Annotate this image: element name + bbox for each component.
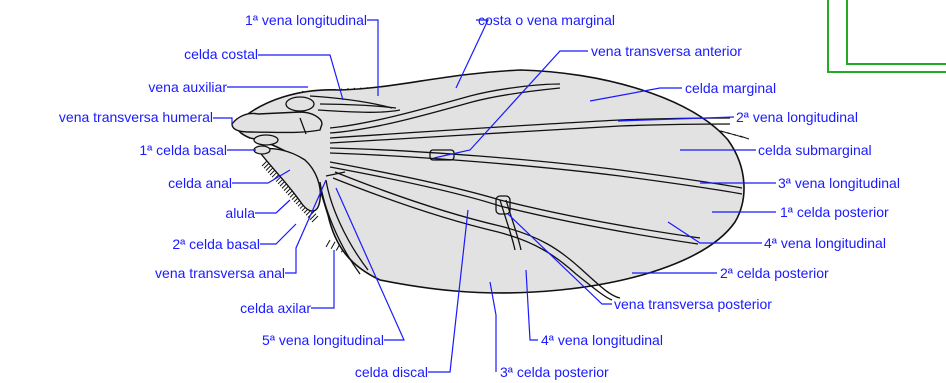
inset-frame (828, 0, 946, 72)
label-1a-vena-longitudinal: 1ª vena longitudinal (245, 12, 367, 28)
label-3a-vena-longitudinal: 3ª vena longitudinal (778, 175, 900, 191)
label-celda-discal: celda discal (355, 364, 428, 380)
humeral-sclerite (286, 97, 314, 111)
label-celda-anal: celda anal (168, 175, 232, 191)
basal-sclerite-2 (254, 146, 270, 154)
bristle (326, 240, 330, 247)
label-2a-celda-basal: 2ª celda basal (172, 236, 260, 252)
wing-base (232, 112, 322, 133)
bristle (331, 242, 335, 249)
label-vena-auxiliar: vena auxiliar (148, 79, 227, 95)
label-3a-celda-posterior: 3ª celda posterior (500, 364, 609, 380)
label-celda-axilar: celda axilar (240, 300, 311, 316)
label-5a-vena-longitudinal: 5ª vena longitudinal (262, 332, 384, 348)
label-celda-marginal: celda marginal (685, 80, 776, 96)
label-4a-vena-longitudinal-right: 4ª vena longitudinal (764, 235, 886, 251)
label-celda-submarginal: celda submarginal (758, 142, 872, 158)
label-alula: alula (225, 205, 255, 221)
label-celda-costal: celda costal (184, 46, 258, 62)
label-vena-transversa-posterior: vena transversa posterior (614, 296, 772, 312)
label-1a-celda-posterior: 1ª celda posterior (780, 204, 889, 220)
label-2a-vena-longitudinal: 2ª vena longitudinal (736, 109, 858, 125)
basal-sclerite (254, 135, 278, 145)
label-4a-vena-longitudinal-bottom: 4ª vena longitudinal (541, 332, 663, 348)
label-vena-transversa-anterior: vena transversa anterior (591, 43, 742, 59)
label-2a-celda-posterior: 2ª celda posterior (720, 265, 829, 281)
label-vena-transversa-anal: vena transversa anal (155, 265, 285, 281)
bristle (740, 136, 749, 139)
label-1a-celda-basal: 1ª celda basal (139, 142, 227, 158)
label-vena-transversa-humeral: vena transversa humeral (59, 109, 213, 125)
label-costa-o-vena-marginal: costa o vena marginal (478, 12, 615, 28)
